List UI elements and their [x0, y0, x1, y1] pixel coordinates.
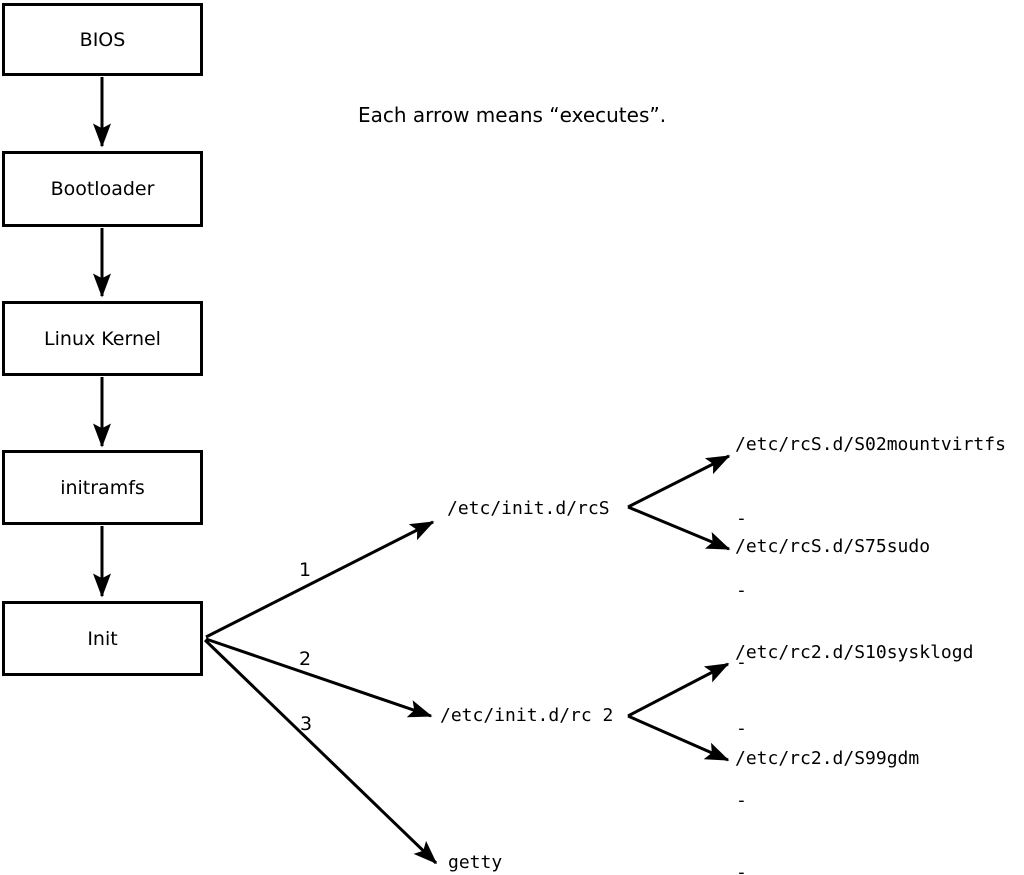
- label-rcs-first-script: /etc/rcS.d/S02mountvirtfs: [735, 434, 1006, 455]
- rc2-dash-3: -: [736, 862, 747, 875]
- order-label-1: 1: [299, 559, 312, 581]
- rc2-dash-1: -: [736, 718, 747, 739]
- node-bootloader: Bootloader: [2, 151, 203, 227]
- label-rc2-last-script: /etc/rc2.d/S99gdm: [735, 748, 920, 769]
- order-label-2: 2: [299, 648, 312, 670]
- arrow-init-to-rc2: [205, 637, 433, 718]
- arrow-rc2-to-last-script: [627, 714, 730, 762]
- label-rc2-first-script: /etc/rc2.d/S10sysklogd: [735, 642, 974, 663]
- label-rc2-script: /etc/init.d/rc 2: [440, 705, 614, 726]
- arrow-rc2-to-first-script: [627, 662, 730, 718]
- node-linux-kernel: Linux Kernel: [2, 301, 203, 376]
- rcs-ellipsis-dashes: - - -: [736, 459, 779, 723]
- node-init: Init: [2, 601, 203, 676]
- diagram-caption: Each arrow means “executes”.: [358, 103, 667, 127]
- arrow-rcs-to-first-script: [627, 454, 731, 509]
- arrow-init-to-rcs: [205, 520, 435, 639]
- order-label-3: 3: [300, 713, 313, 735]
- arrow-rcs-to-last-script: [627, 505, 731, 551]
- arrow-init-to-getty: [203, 638, 438, 865]
- rc2-dash-2: -: [736, 790, 747, 811]
- label-rcs-script: /etc/init.d/rcS: [447, 498, 610, 519]
- label-getty: getty: [448, 852, 503, 873]
- rcs-dash-3: -: [736, 652, 747, 673]
- node-bios: BIOS: [2, 3, 203, 76]
- node-initramfs: initramfs: [2, 450, 203, 525]
- rc2-ellipsis-dashes: - - -: [736, 669, 779, 875]
- rcs-dash-2: -: [736, 580, 747, 601]
- rcs-dash-1: -: [736, 508, 747, 529]
- label-rcs-last-script: /etc/rcS.d/S75sudo: [735, 536, 931, 557]
